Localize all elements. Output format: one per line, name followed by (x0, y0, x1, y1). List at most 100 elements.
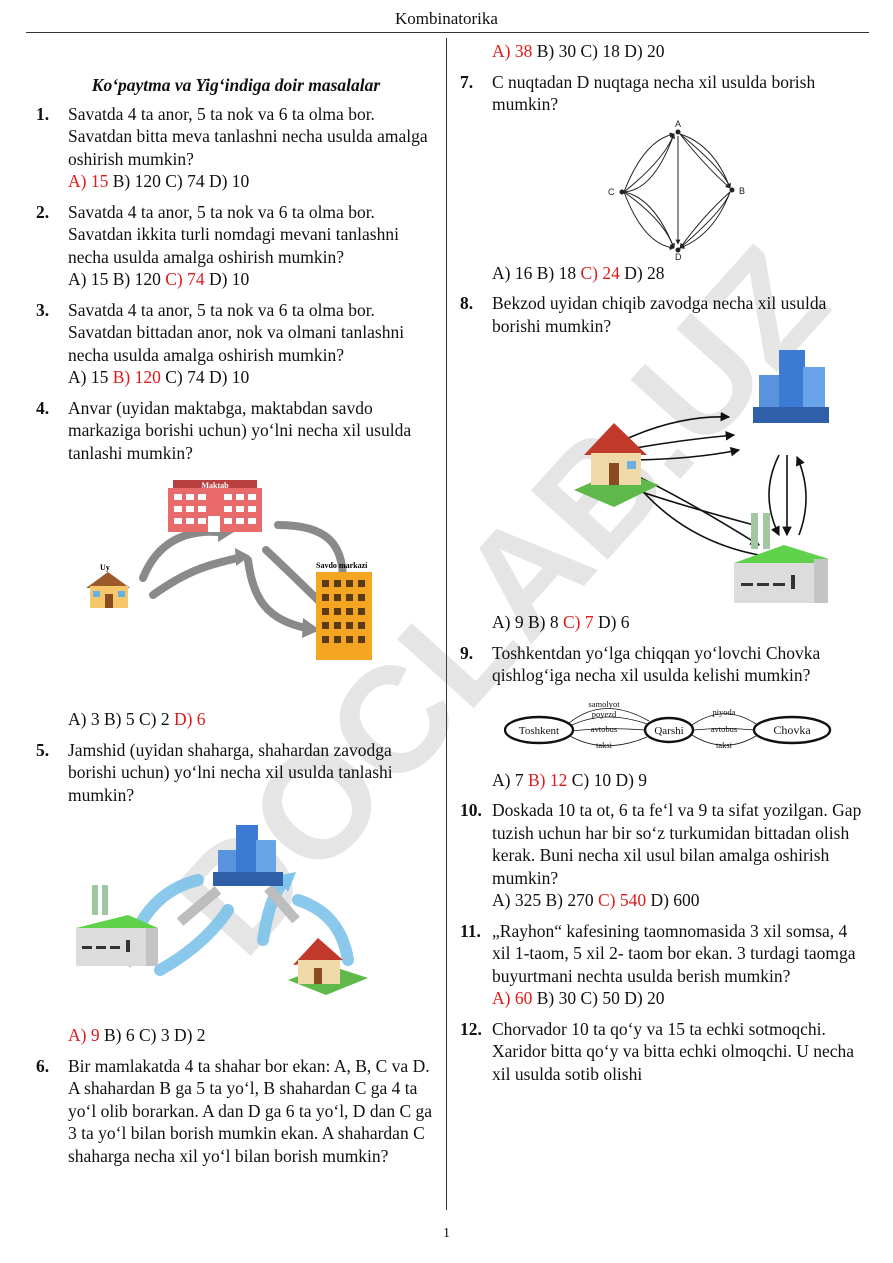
route-arrow-icon (244, 556, 310, 632)
answer-option: D) 20 (624, 988, 665, 1008)
mall-label: Savdo markazi (316, 561, 368, 570)
question-text: Jamshid (uyidan shaharga, shahardan zavo… (68, 739, 393, 805)
question-6-continued: A) 38 B) 30 C) 18 D) 20 (460, 40, 865, 63)
answer-option: D) 10 (208, 269, 250, 289)
answer-option: B) 120 (112, 367, 161, 387)
question-text: Anvar (uyidan maktabga, maktabdan savdo … (68, 397, 412, 463)
answer-option: C) 540 (597, 890, 647, 910)
question-text: Bir mamlakatda 4 ta shahar bor ekan: A, … (68, 1055, 433, 1166)
answer-options: A) 16 B) 18 C) 24 D) 28 (492, 262, 865, 285)
path-graph-figure: A B C D (608, 120, 745, 260)
answer-option: C) 10 (571, 769, 612, 790)
answer-option: D) 10 (208, 367, 250, 387)
school-route-figure: Maktab Uy Savdo markazi (86, 480, 372, 660)
answer-option: B) 5 (103, 709, 135, 729)
question-number: 8. (460, 293, 474, 313)
question-number: 11. (460, 920, 481, 941)
answer-options: A) 9 B) 8 C) 7 D) 6 (492, 611, 865, 634)
node-label: A (675, 120, 681, 129)
answer-option: B) 8 (527, 612, 559, 632)
answer-option: B) 6 (103, 1025, 135, 1045)
question-text: Toshkentdan yo‘lga chiqqan yo‘lovchi Cho… (492, 642, 821, 686)
left-column: Ko‘paytma va Yig‘indiga doir masalalar 1… (36, 74, 436, 1175)
question-4: 4. Anvar (uyidan maktabga, maktabdan sav… (36, 397, 436, 731)
answer-option: D) 6 (597, 612, 630, 632)
question-number: 9. (460, 642, 474, 663)
answer-option: B) 120 (112, 171, 161, 191)
answer-options: A) 325 B) 270 C) 540 D) 600 (492, 889, 865, 912)
answer-option: B) 120 (112, 269, 161, 289)
route-label: poyezd (592, 709, 617, 719)
answer-options: A) 15 B) 120 C) 74 D) 10 (68, 170, 436, 193)
question-10: 10. Doskada 10 ta ot, 6 ta fe‘l va 9 ta … (460, 799, 865, 912)
header-rule (26, 32, 869, 33)
answer-options: A) 7 B) 12 C) 10 D) 9 (492, 769, 865, 792)
house-icon (288, 938, 368, 995)
page-number: 1 (443, 1226, 450, 1241)
page-header: Kombinatorika (395, 9, 498, 28)
question-number: 12. (460, 1018, 482, 1039)
factory-route-figure (76, 825, 368, 995)
route-label: piyoda (712, 707, 735, 717)
node-label: C (608, 187, 615, 197)
answer-option: C) 7 (562, 612, 594, 632)
answer-option: D) 2 (173, 1025, 206, 1045)
school-icon: Maktab (168, 480, 262, 532)
answer-options: A) 15 B) 120 C) 74 D) 10 (68, 367, 249, 387)
node-label: B (739, 186, 745, 196)
answer-option: C) 18 (580, 41, 620, 61)
answer-option: A) 9 (68, 1025, 100, 1045)
city-icon (752, 350, 829, 423)
answer-option: A) 15 (68, 269, 109, 289)
answer-option: A) 16 (492, 262, 533, 283)
answer-options: A) 15 B) 120 C) 74 D) 10 (68, 269, 249, 289)
answer-option: A) 38 (492, 41, 533, 61)
answer-option: D) 6 (173, 709, 206, 729)
city-label: Chovka (773, 723, 811, 737)
answer-option: B) 12 (527, 769, 568, 790)
factory-icon (733, 513, 829, 603)
question-2: 2. Savatda 4 ta anor, 5 ta nok va 6 ta o… (36, 201, 436, 291)
question-number: 2. (36, 201, 50, 222)
question-number: 4. (36, 397, 50, 418)
question-number: 7. (460, 71, 474, 92)
mall-icon: Savdo markazi (316, 561, 372, 660)
question-number: 10. (460, 800, 482, 820)
answer-option: C) 50 (580, 988, 620, 1008)
question-text: Chorvador 10 ta qo‘y va 15 ta echki sotm… (492, 1018, 855, 1084)
route-label: taksi (596, 740, 613, 750)
question-9: 9. Toshkentdan yo‘lga chiqqan yo‘lovchi … (460, 642, 865, 792)
question-text: Savatda 4 ta anor, 5 ta nok va 6 ta olma… (68, 103, 428, 169)
route-arrow-icon (274, 521, 347, 584)
factory-icon (76, 885, 158, 966)
route-arrow-icon (149, 554, 242, 599)
answer-option: C) 74 (165, 171, 205, 191)
column-divider (446, 38, 447, 1210)
node-label: D (675, 252, 682, 260)
answer-option: B) 18 (536, 262, 577, 283)
answer-option: B) 270 (545, 890, 594, 910)
question-text: Savatda 4 ta anor, 5 ta nok va 6 ta olma… (68, 201, 399, 267)
answer-option: D) 600 (650, 890, 700, 910)
answer-option: D) 28 (624, 262, 665, 283)
city-label: Qarshi (654, 725, 683, 737)
question-number: 3. (36, 299, 50, 320)
section-title: Ko‘paytma va Yig‘indiga doir masalalar (91, 75, 381, 95)
question-text: Savatda 4 ta anor, 5 ta nok va 6 ta olma… (68, 299, 405, 365)
question-6: 6. Bir mamlakatda 4 ta shahar bor ekan: … (36, 1055, 436, 1168)
answer-option: C) 2 (138, 709, 170, 729)
question-number: 1. (36, 103, 50, 124)
answer-option: A) 9 (492, 612, 524, 632)
answer-option: D) 10 (208, 171, 250, 191)
house-icon (573, 423, 659, 507)
question-5: 5. Jamshid (uyidan shaharga, shahardan z… (36, 739, 436, 1047)
route-label: taksi (716, 740, 733, 750)
answer-options: A) 38 B) 30 C) 18 D) 20 (492, 40, 865, 63)
answer-option: A) 15 (68, 171, 109, 191)
right-column: A) 38 B) 30 C) 18 D) 20 7. C nuqtadan D … (460, 40, 865, 1093)
school-label: Maktab (201, 481, 229, 490)
answer-option: C) 24 (580, 262, 620, 283)
route-label: avtobus (591, 724, 617, 734)
question-3: 3. Savatda 4 ta anor, 5 ta nok va 6 ta o… (36, 299, 436, 389)
question-1: 1. Savatda 4 ta anor, 5 ta nok va 6 ta o… (36, 103, 436, 193)
